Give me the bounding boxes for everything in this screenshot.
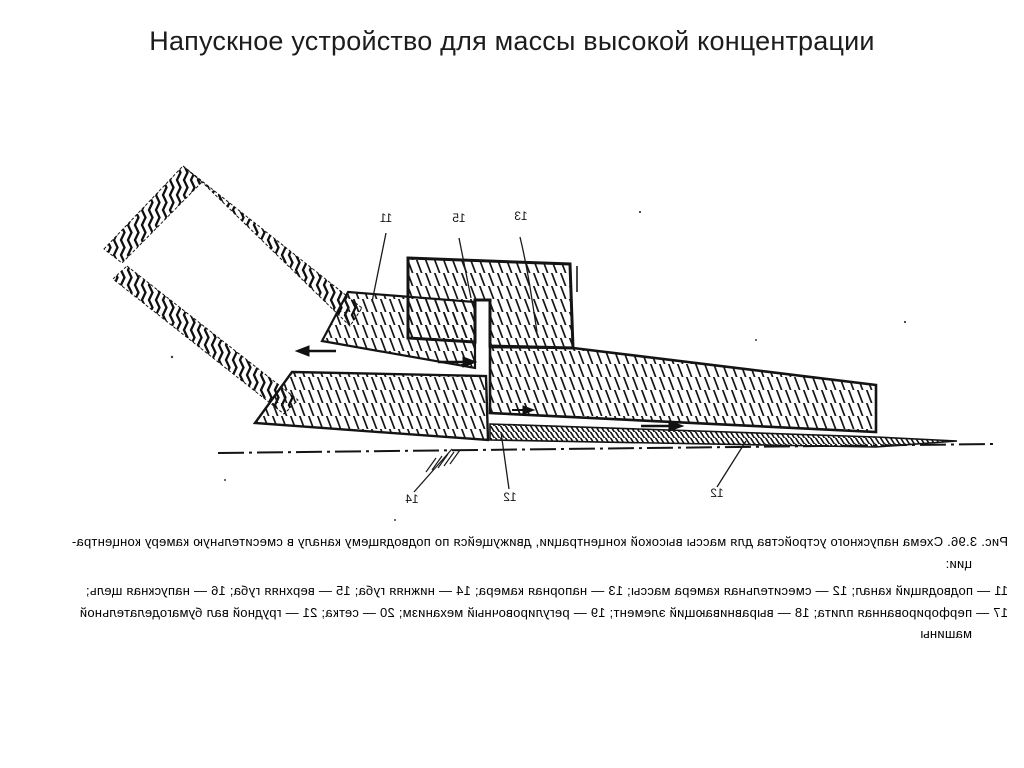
inlet-duct-lower-band — [112, 265, 299, 415]
part-label-15: 15 — [452, 211, 466, 225]
caption-line: 17 — перфорированная плита; 18 — выравни… — [79, 604, 1008, 620]
part-label-11: 11 — [379, 211, 392, 225]
flow-arrow-outlet — [641, 420, 685, 432]
bottom-lip-section — [489, 423, 958, 448]
headbox-body-sections — [252, 256, 958, 448]
lower-wedge-section — [252, 370, 490, 442]
figure-caption-mirrored: Рис. 3.96. Схема напускного устройства д… — [63, 531, 1008, 645]
caption-line: машины — [920, 626, 972, 641]
axis-dash-dot-line — [217, 443, 996, 454]
flow-arrows — [294, 345, 685, 432]
upper-lip-section — [320, 290, 477, 370]
hatch-ticks — [425, 449, 461, 473]
part-label-12b: 12 — [710, 486, 724, 500]
leader-lines — [371, 232, 747, 493]
caption-line: 11 — подводящий канал; 12 — смесительная… — [85, 583, 1008, 598]
part-label-13: 13 — [514, 209, 528, 223]
scan-speckles — [170, 210, 907, 521]
caption-line: ции: — [945, 555, 972, 571]
flow-arrow-right-channel — [438, 356, 478, 368]
caption-line: Рис. 3.96. Схема напускного устройства д… — [71, 534, 1008, 549]
part-label-12a: 12 — [503, 490, 517, 504]
flow-arrow-left — [294, 345, 336, 357]
flow-arrow-slice-small — [512, 405, 536, 415]
part-label-14: 14 — [405, 492, 419, 506]
right-wedge-section — [488, 345, 878, 434]
slide-title: Напускное устройство для массы высокой к… — [149, 26, 875, 56]
